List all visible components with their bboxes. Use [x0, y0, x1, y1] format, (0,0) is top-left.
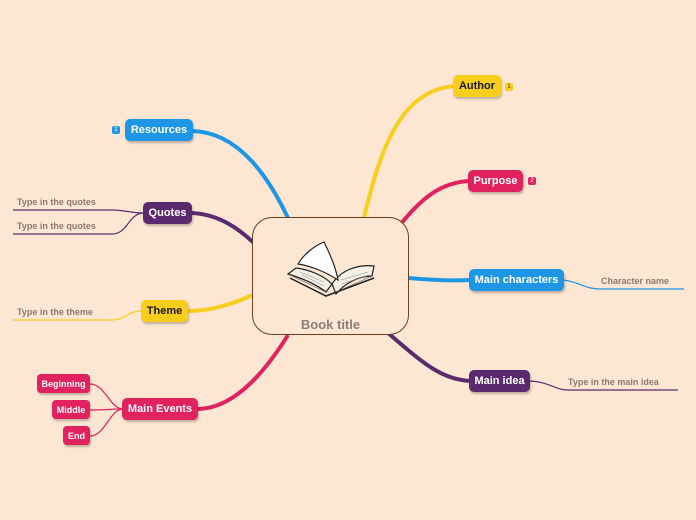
leaf-theme-text[interactable]: Type in the theme — [17, 307, 93, 317]
topic-author[interactable]: Author — [453, 75, 501, 97]
topic-main-idea[interactable]: Main idea — [469, 370, 530, 392]
connector-author — [364, 86, 455, 218]
connector-theme — [188, 295, 253, 311]
topic-resources[interactable]: Resources — [125, 119, 193, 141]
author-count-badge: 1 — [505, 83, 513, 91]
connector-main-characters — [409, 278, 471, 280]
connector-main-idea — [388, 333, 471, 381]
central-topic[interactable]: Book title — [252, 217, 409, 335]
connector-beginning — [90, 384, 123, 409]
connector-quote-leaf-1 — [13, 210, 143, 213]
resources-count-badge: 2 — [112, 126, 120, 134]
leaf-quote-1[interactable]: Type in the quotes — [17, 197, 96, 207]
connector-resources — [192, 131, 288, 218]
topic-quotes[interactable]: Quotes — [143, 202, 192, 224]
central-topic-title: Book title — [253, 317, 408, 332]
purpose-count-badge: 2 — [528, 177, 536, 185]
connector-main-events — [197, 335, 288, 409]
connector-quotes — [191, 213, 254, 243]
leaf-main-idea-text[interactable]: Type in the main idea — [568, 377, 659, 387]
connector-purpose — [400, 181, 470, 225]
subtopic-middle[interactable]: Middle — [52, 400, 90, 419]
topic-purpose[interactable]: Purpose — [468, 170, 523, 192]
subtopic-beginning[interactable]: Beginning — [37, 374, 90, 393]
topic-main-events[interactable]: Main Events — [122, 398, 198, 420]
topic-main-characters[interactable]: Main characters — [469, 269, 564, 291]
leaf-quote-2[interactable]: Type in the quotes — [17, 221, 96, 231]
leaf-character-name[interactable]: Character name — [601, 276, 669, 286]
topic-theme[interactable]: Theme — [141, 300, 188, 322]
connector-end — [90, 409, 123, 436]
subtopic-end[interactable]: End — [63, 426, 90, 445]
open-book-icon — [286, 240, 376, 300]
